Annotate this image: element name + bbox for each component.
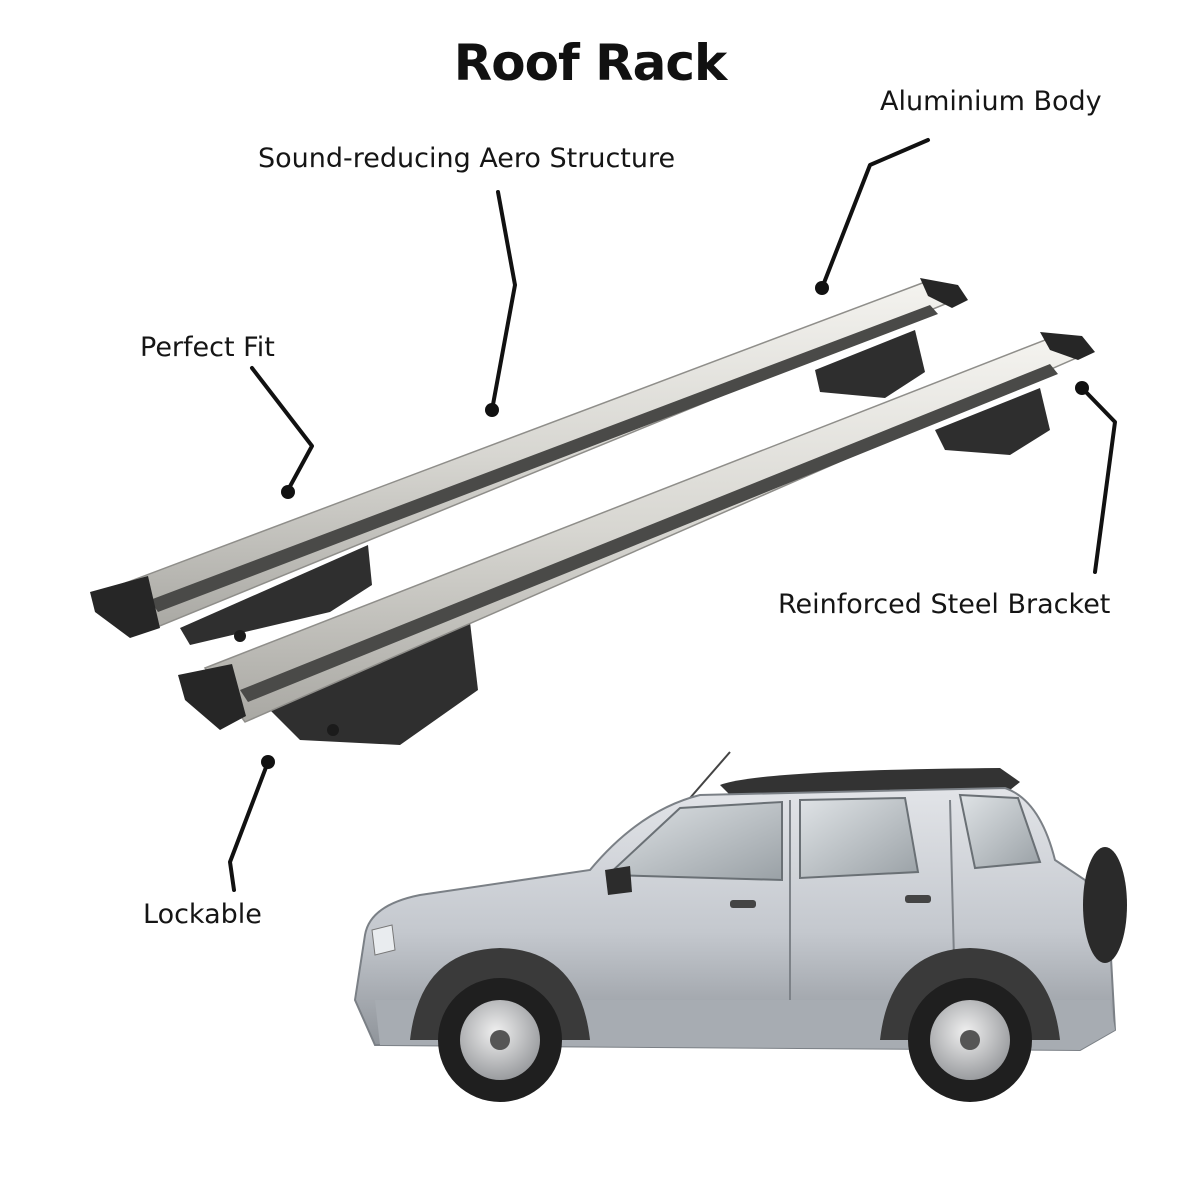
rear-crossbar: [90, 278, 968, 645]
car-image: [353, 751, 1127, 1102]
label-aero-structure: Sound-reducing Aero Structure: [258, 143, 676, 174]
page-title: Roof Rack: [453, 34, 728, 92]
leader-fit: [250, 366, 314, 492]
front-crossbar: [178, 332, 1095, 745]
leader-aero: [490, 190, 517, 412]
label-aluminium-body: Aluminium Body: [880, 86, 1102, 117]
label-steel-bracket: Reinforced Steel Bracket: [778, 589, 1111, 620]
front-wheel: [438, 978, 562, 1102]
dot-fit: [281, 485, 295, 499]
roof-rack-image: [90, 278, 1095, 745]
leader-lockable: [228, 760, 270, 892]
dot-aluminium: [815, 281, 829, 295]
dot-bracket: [1075, 381, 1089, 395]
leader-bracket: [1080, 386, 1117, 574]
label-lockable: Lockable: [143, 899, 262, 930]
dot-lockable: [261, 755, 275, 769]
leader-aluminium: [820, 138, 930, 290]
label-perfect-fit: Perfect Fit: [140, 332, 275, 363]
dot-aero: [485, 403, 499, 417]
rear-wheel: [908, 978, 1032, 1102]
